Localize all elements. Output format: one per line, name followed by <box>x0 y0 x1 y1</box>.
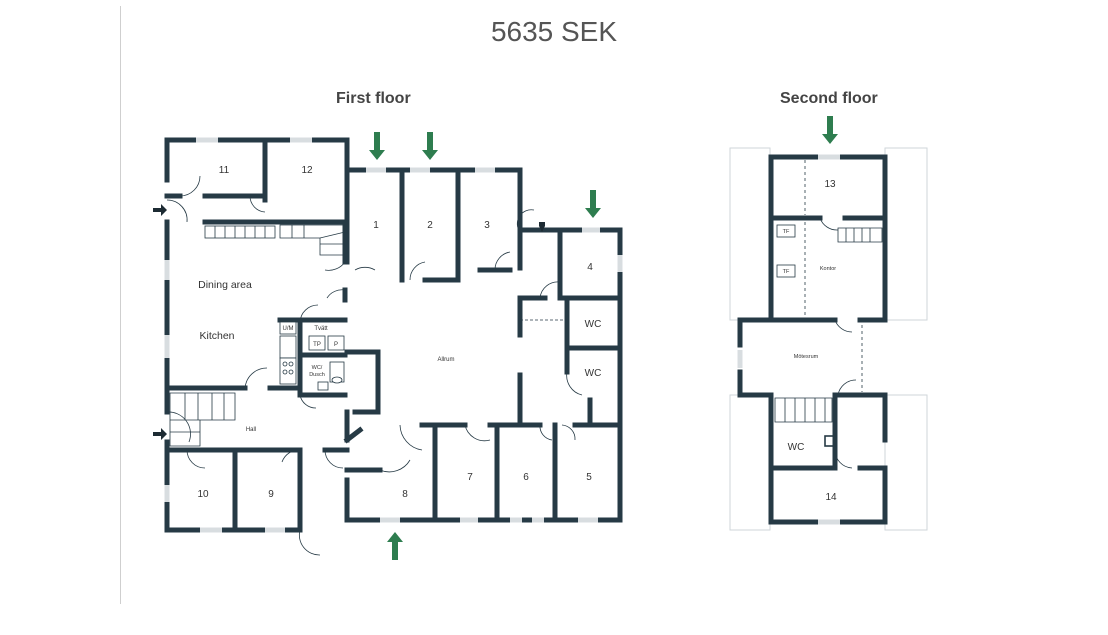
wc-dusch-label-line1: WC/ <box>312 365 323 371</box>
second-floor-windows <box>737 154 840 525</box>
room-11-label: 11 <box>219 165 230 176</box>
first-floor-stairs <box>169 224 346 447</box>
second-floor-title: Second floor <box>780 90 878 107</box>
room-9-label: 9 <box>268 489 274 500</box>
tp-label: TP <box>313 342 321 348</box>
allrum-label: Allrum <box>437 357 454 363</box>
hall-label: Hall <box>246 427 256 433</box>
room-12-label: 12 <box>301 165 313 176</box>
room-8-label: 8 <box>402 489 408 500</box>
room-7-label: 7 <box>467 472 473 483</box>
first-floor-windows <box>164 137 623 533</box>
wc-1-label: WC <box>585 319 602 330</box>
tf-1-label: TF <box>783 229 790 235</box>
page-divider <box>120 6 121 604</box>
first-floor-doors <box>166 175 583 556</box>
tvatt-label: Tvätt <box>314 326 328 332</box>
dining-area-label: Dining area <box>198 279 252 291</box>
second-floor-roof <box>729 147 928 531</box>
motesrum-label: Mötesrum <box>794 354 819 360</box>
room-6-label: 6 <box>523 472 529 483</box>
kontor-label: Kontor <box>820 266 836 272</box>
door-arrow-icon <box>153 204 545 440</box>
entry-arrow-icon <box>369 116 838 560</box>
first-floor-title: First floor <box>336 90 411 107</box>
p-label: P <box>334 342 338 348</box>
room-4-label: 4 <box>587 262 593 273</box>
second-floor-details <box>774 160 883 469</box>
kitchen-fixtures <box>279 321 345 391</box>
wc-dusch-label-line2: Dusch <box>309 372 325 378</box>
room-labels: 11 12 1 2 3 4 WC WC Dining area Kitchen … <box>197 165 837 503</box>
room-13-label: 13 <box>824 179 836 190</box>
kitchen-label: Kitchen <box>199 330 234 342</box>
room-3-label: 3 <box>484 220 490 231</box>
room-1-label: 1 <box>373 220 379 231</box>
room-2-label: 2 <box>427 220 433 231</box>
wc-2-label: WC <box>585 368 602 379</box>
first-floor-plan <box>164 137 623 533</box>
room-14-label: 14 <box>825 492 837 503</box>
room-10-label: 10 <box>197 489 209 500</box>
wc-3-label: WC <box>788 442 805 453</box>
room-5-label: 5 <box>586 472 592 483</box>
price-label: 5635 SEK <box>490 16 618 47</box>
um-label: U/M <box>283 326 294 332</box>
tf-2-label: TF <box>783 269 790 275</box>
